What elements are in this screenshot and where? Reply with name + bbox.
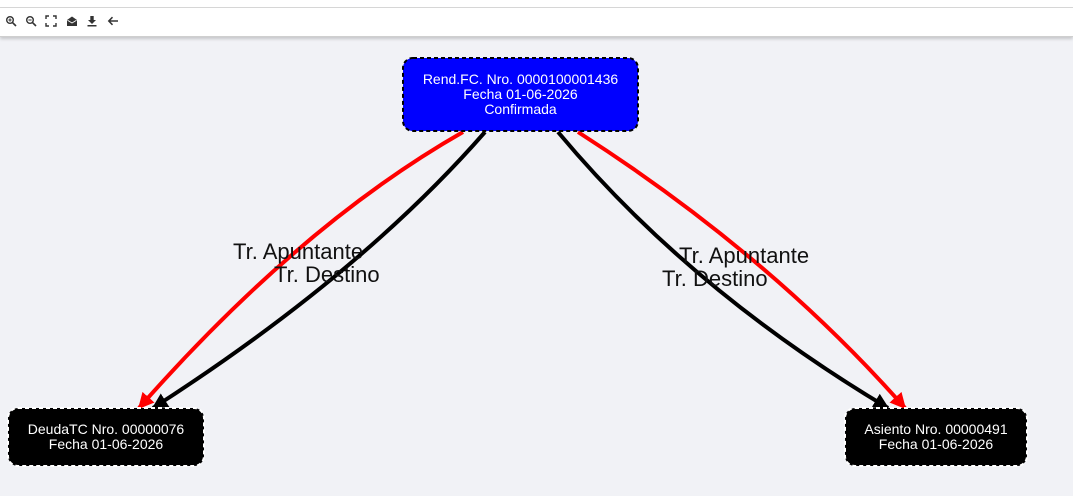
download-icon[interactable] [84,13,100,29]
edge-apuntante-right [576,130,907,410]
edge-destino-left [151,130,487,410]
node-asiento-box [844,407,1028,467]
node-rendicion-date: Fecha 01-06-2026 [463,86,578,102]
edge-label-destino-right: Tr. Destino [662,266,768,291]
back-arrow-icon[interactable] [105,13,121,29]
zoom-in-icon[interactable] [3,13,19,29]
zoom-out-icon[interactable] [23,13,39,29]
edge-label-destino-left: Tr. Destino [274,262,380,287]
node-deudatc[interactable]: DeudaTC Nro. 00000076 Fecha 01-06-2026 [7,407,205,467]
node-rendicion-box [402,57,639,132]
mail-icon[interactable] [64,13,80,29]
node-asiento-number: Asiento Nro. 00000491 [864,421,1007,437]
fit-screen-icon[interactable] [43,13,59,29]
node-asiento-date: Fecha 01-06-2026 [879,436,994,452]
window-top-strip [0,0,1073,8]
node-deudatc-date: Fecha 01-06-2026 [49,436,164,452]
toolbar [0,8,1073,37]
node-deudatc-number: DeudaTC Nro. 00000076 [28,421,185,437]
node-rendicion-number: Rend.FC. Nro. 0000100001436 [423,71,619,87]
node-rendicion[interactable]: Rend.FC. Nro. 0000100001436 Fecha 01-06-… [402,57,639,132]
edge-apuntante-left [137,130,464,410]
node-deudatc-box [7,407,205,467]
edge-destino-right [556,130,890,410]
node-asiento[interactable]: Asiento Nro. 00000491 Fecha 01-06-2026 [844,407,1028,467]
node-rendicion-status: Confirmada [484,101,557,117]
edge-label-apuntante-right: Tr. Apuntante [679,243,809,268]
edge-label-apuntante-left: Tr. Apuntante [233,239,363,264]
